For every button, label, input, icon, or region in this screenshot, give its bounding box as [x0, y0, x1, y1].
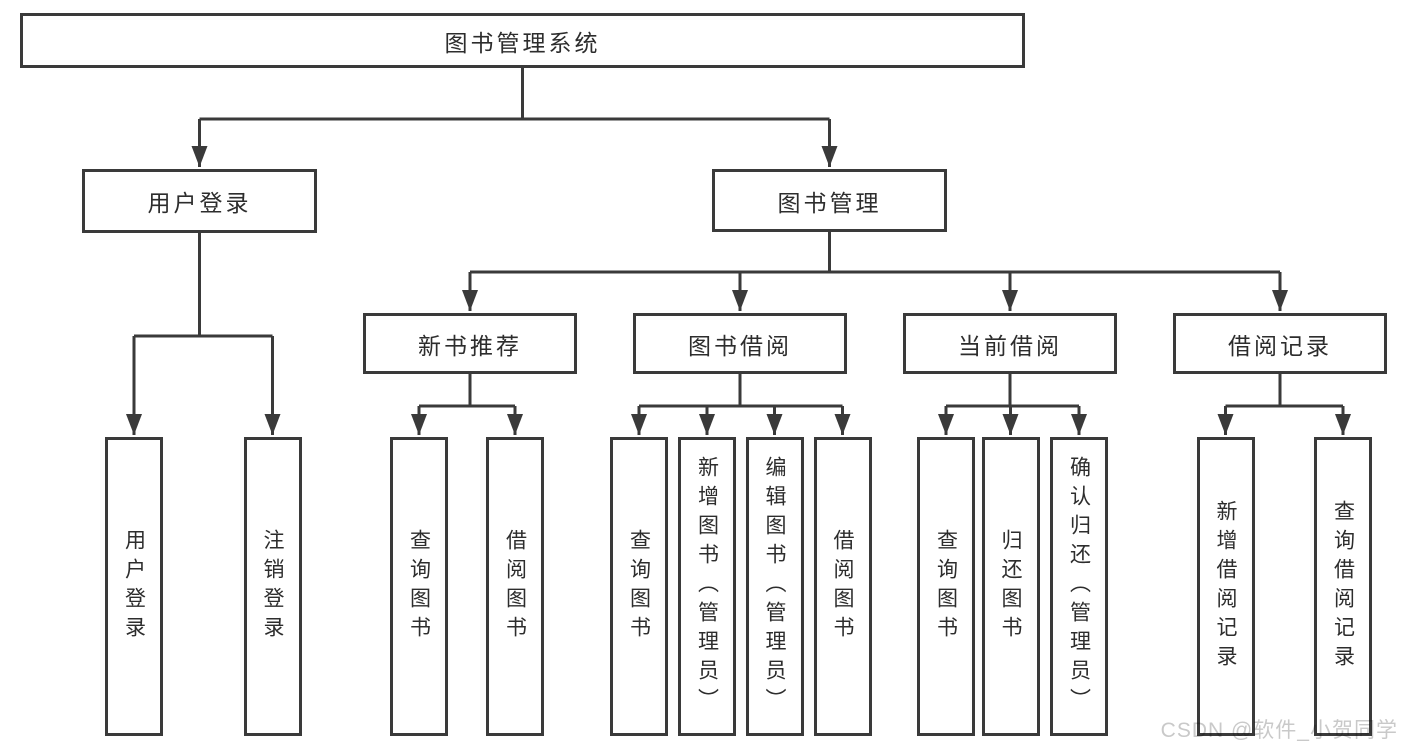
leaf-borrow-search-books: 查询图书: [610, 437, 668, 736]
leaf-confirm-return-admin: 确认归还（管理员）: [1050, 437, 1108, 736]
leaf-add-books-admin: 新增图书（管理员）: [678, 437, 736, 736]
node-new-book-recommendation: 新书推荐: [363, 313, 577, 374]
leaf-newbook-search-books: 查询图书: [390, 437, 448, 736]
leaf-return-books-label: 归还图书: [999, 528, 1022, 645]
leaf-current-search-books: 查询图书: [917, 437, 975, 736]
leaf-newbook-borrow-books: 借阅图书: [486, 437, 544, 736]
leaf-confirm-return-admin-label: 确认归还（管理员）: [1067, 456, 1091, 717]
leaf-add-borrow-record: 新增借阅记录: [1196, 437, 1255, 736]
leaf-user-login: 用户登录: [105, 437, 163, 736]
leaf-search-borrow-record-label: 查询借阅记录: [1331, 499, 1355, 674]
leaf-newbook-search-books-label: 查询图书: [407, 528, 431, 645]
leaf-return-books: 归还图书: [981, 437, 1040, 736]
node-library-management-system: 图书管理系统: [20, 13, 1025, 68]
node-borrowing-records: 借阅记录: [1173, 313, 1387, 374]
leaf-add-borrow-record-label: 新增借阅记录: [1214, 499, 1237, 674]
leaf-search-borrow-record: 查询借阅记录: [1314, 437, 1372, 736]
leaf-borrow-books-label: 借阅图书: [831, 528, 854, 645]
node-book-management: 图书管理: [712, 169, 947, 232]
node-book-borrowing: 图书借阅: [633, 313, 847, 374]
node-user-login: 用户登录: [82, 169, 317, 233]
leaf-logout: 注销登录: [243, 437, 302, 736]
leaf-newbook-borrow-books-label: 借阅图书: [503, 528, 527, 645]
leaf-edit-books-admin-label: 编辑图书（管理员）: [763, 456, 786, 717]
leaf-add-books-admin-label: 新增图书（管理员）: [695, 456, 719, 717]
node-current-borrowing: 当前借阅: [903, 313, 1117, 374]
leaf-edit-books-admin: 编辑图书（管理员）: [745, 437, 804, 736]
leaf-borrow-books: 借阅图书: [813, 437, 872, 736]
leaf-user-login-label: 用户登录: [122, 528, 146, 645]
leaf-current-search-books-label: 查询图书: [934, 528, 958, 645]
leaf-borrow-search-books-label: 查询图书: [627, 528, 651, 645]
csdn-watermark: CSDN @软件_小贺同学: [1160, 719, 1398, 742]
leaf-logout-label: 注销登录: [261, 528, 284, 645]
